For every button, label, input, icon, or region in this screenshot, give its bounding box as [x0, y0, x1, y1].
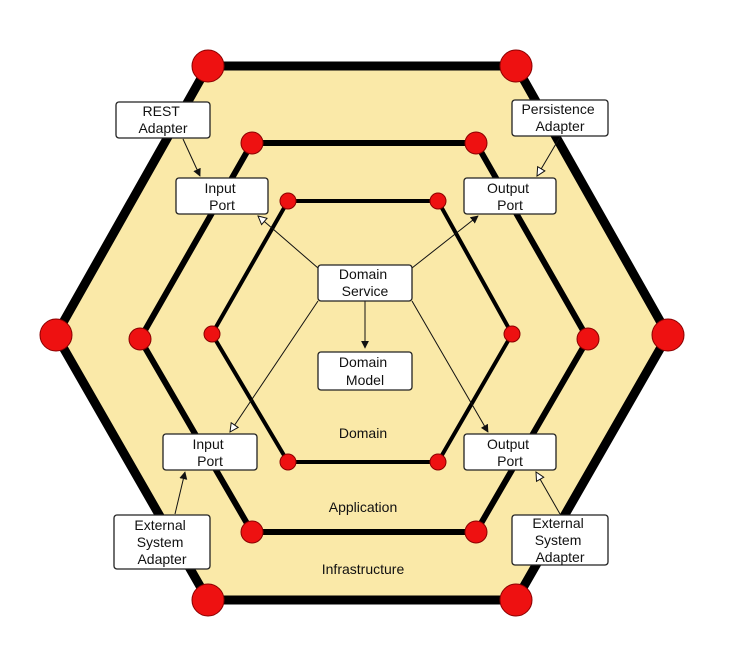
- domain-model-box: Domain Model: [317, 351, 413, 391]
- domain-model-line1: Domain: [339, 354, 387, 370]
- vertex-dot: [429, 453, 447, 471]
- svg-text:Domain Service: Domain Service: [339, 266, 391, 299]
- persistence-adapter-line1: Persistence: [521, 101, 594, 117]
- infrastructure-layer-label: Infrastructure: [322, 561, 405, 577]
- vertex-dot: [464, 520, 488, 544]
- external-adapter-left-line2: System: [137, 534, 184, 550]
- svg-text:Output Port: Output Port: [487, 436, 533, 469]
- input-port-top-line2: Port: [209, 197, 235, 213]
- vertex-dot: [240, 131, 264, 155]
- arrow-external-adapter-to-input-port: [174, 471, 188, 515]
- external-system-adapter-left-box: External System Adapter: [113, 514, 211, 570]
- external-system-adapter-right-box: External System Adapter: [511, 514, 609, 566]
- vertex-dot: [203, 325, 221, 343]
- persistence-adapter-line2: Adapter: [535, 118, 584, 134]
- svg-text:Output Port: Output Port: [487, 180, 533, 213]
- vertex-dot: [503, 325, 521, 343]
- vertex-dot: [576, 327, 600, 351]
- connectors: [174, 136, 561, 515]
- vertex-dot: [191, 583, 225, 617]
- svg-text:Domain Model: Domain Model: [339, 354, 391, 388]
- arrow-service-to-input-port-top: [258, 216, 319, 269]
- external-adapter-right-line3: Adapter: [535, 549, 584, 565]
- input-port-top-box: Input Port: [175, 177, 269, 215]
- output-port-top-line1: Output: [487, 180, 529, 196]
- domain-model-line2: Model: [346, 372, 384, 388]
- svg-text:Input Port: Input Port: [204, 180, 239, 213]
- external-adapter-right-line1: External: [532, 515, 583, 531]
- rest-adapter-line1: REST: [143, 103, 181, 119]
- rest-adapter-box: REST Adapter: [115, 101, 211, 139]
- input-port-bottom-box: Input Port: [162, 433, 258, 471]
- external-adapter-left-line1: External: [134, 517, 185, 533]
- domain-service-line1: Domain: [339, 266, 387, 282]
- svg-text:External System Ad: External System Adapter: [532, 515, 587, 565]
- domain-layer-label: Domain: [339, 425, 387, 441]
- vertex-dot: [240, 520, 264, 544]
- output-port-bottom-box: Output Port: [463, 433, 557, 471]
- input-port-top-line1: Input: [204, 180, 235, 196]
- output-port-top-line2: Port: [497, 197, 523, 213]
- domain-service-line2: Service: [342, 283, 389, 299]
- svg-text:External System Ad: External System Adapter: [134, 517, 189, 567]
- output-port-bottom-line2: Port: [497, 453, 523, 469]
- vertex-dot: [39, 318, 73, 352]
- vertex-dot: [429, 192, 447, 210]
- arrow-service-to-output-port-top: [411, 215, 479, 269]
- input-port-bottom-line1: Input: [192, 436, 223, 452]
- vertex-dot: [651, 318, 685, 352]
- rest-adapter-line2: Adapter: [138, 120, 187, 136]
- svg-text:REST Adapter: REST Adapter: [138, 103, 187, 136]
- vertex-dot: [128, 327, 152, 351]
- arrow-external-adapter-to-output-port: [536, 472, 561, 515]
- external-adapter-left-line3: Adapter: [137, 551, 186, 567]
- vertex-dots: [39, 49, 685, 617]
- output-port-top-box: Output Port: [463, 177, 557, 215]
- application-layer-label: Application: [329, 499, 398, 515]
- vertex-dot: [464, 131, 488, 155]
- vertex-dot: [499, 583, 533, 617]
- arrow-persistence-adapter-to-output-port: [537, 136, 561, 176]
- svg-text:Persistence Adapter: Persistence Adapter: [521, 101, 598, 134]
- arrow-service-to-input-port-bottom: [230, 300, 319, 432]
- arrow-service-to-output-port-bottom: [411, 300, 489, 433]
- arrow-rest-adapter-to-input-port: [182, 138, 201, 177]
- vertex-dot: [191, 49, 225, 83]
- domain-service-box: Domain Service: [317, 264, 413, 302]
- external-adapter-right-line2: System: [535, 532, 582, 548]
- persistence-adapter-box: Persistence Adapter: [511, 99, 609, 137]
- vertex-dot: [279, 192, 297, 210]
- output-port-bottom-line1: Output: [487, 436, 529, 452]
- svg-text:Input Port: Input Port: [192, 436, 227, 469]
- vertex-dot: [279, 453, 297, 471]
- vertex-dot: [499, 49, 533, 83]
- input-port-bottom-line2: Port: [197, 453, 223, 469]
